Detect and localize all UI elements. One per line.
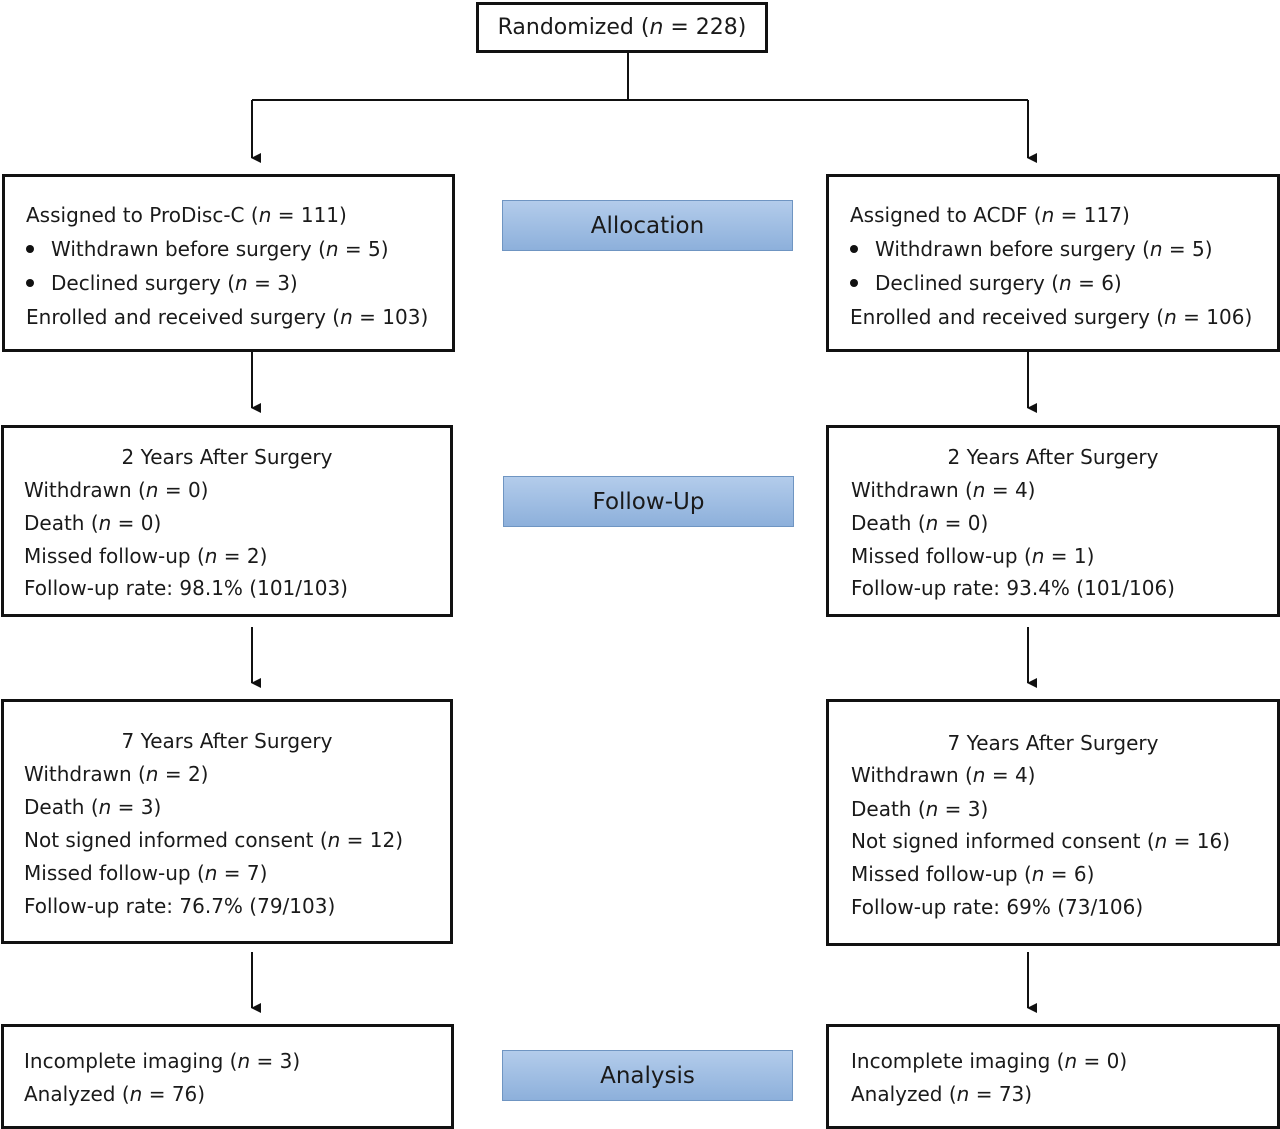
stage-follow-up-label: Follow-Up (592, 488, 705, 515)
right-seven-year-line: Withdrawn (n = 4) (851, 763, 1036, 787)
left-seven-year-title: 7 Years After Surgery (121, 729, 333, 753)
right-analysis-line: Incomplete imaging (n = 0) (851, 1049, 1128, 1073)
right-allocation-footer: Enrolled and received surgery (n = 106) (850, 305, 1253, 329)
left-seven-year-line: Follow-up rate: 76.7% (79/103) (24, 894, 336, 918)
bullet-icon (26, 244, 34, 253)
left-seven-year-line: Withdrawn (n = 2) (24, 762, 209, 786)
left-seven-year-line: Missed follow-up (n = 7) (24, 861, 268, 885)
left-seven-year-box: 7 Years After Surgery Withdrawn (n = 2) … (1, 699, 453, 944)
left-two-year-line: Withdrawn (n = 0) (24, 478, 209, 502)
randomized-box: Randomized (n = 228) (476, 2, 768, 53)
left-analysis-box: Incomplete imaging (n = 3) Analyzed (n =… (1, 1024, 454, 1129)
right-allocation-title: Assigned to ACDF (n = 117) (850, 203, 1130, 227)
bullet-icon (26, 278, 34, 287)
right-two-year-title: 2 Years After Surgery (947, 445, 1159, 469)
left-allocation-bullet: Withdrawn before surgery (n = 5) (26, 237, 389, 261)
left-analysis-line: Incomplete imaging (n = 3) (24, 1049, 301, 1073)
right-analysis-line: Analyzed (n = 73) (851, 1082, 1033, 1106)
right-two-year-line: Follow-up rate: 93.4% (101/106) (851, 576, 1175, 600)
right-seven-year-line: Death (n = 3) (851, 797, 989, 821)
right-allocation-bullet: Declined surgery (n = 6) (850, 271, 1122, 295)
right-seven-year-title: 7 Years After Surgery (947, 731, 1159, 755)
right-allocation-bullet: Withdrawn before surgery (n = 5) (850, 237, 1213, 261)
stage-analysis-label: Analysis (600, 1062, 695, 1089)
left-two-year-box: 2 Years After Surgery Withdrawn (n = 0) … (1, 425, 453, 617)
left-allocation-title: Assigned to ProDisc-C (n = 111) (26, 203, 347, 227)
left-two-year-line: Death (n = 0) (24, 511, 162, 535)
left-allocation-bullet-text: Declined surgery (n = 3) (51, 271, 298, 295)
right-seven-year-line: Missed follow-up (n = 6) (851, 862, 1095, 886)
left-seven-year-line: Death (n = 3) (24, 795, 162, 819)
right-two-year-line: Withdrawn (n = 4) (851, 478, 1036, 502)
right-two-year-box: 2 Years After Surgery Withdrawn (n = 4) … (826, 425, 1280, 617)
left-two-year-title: 2 Years After Surgery (121, 445, 333, 469)
right-seven-year-line: Not signed informed consent (n = 16) (851, 829, 1231, 853)
right-allocation-bullet-text: Withdrawn before surgery (n = 5) (875, 237, 1213, 261)
right-analysis-box: Incomplete imaging (n = 0) Analyzed (n =… (826, 1024, 1280, 1129)
stage-allocation-label: Allocation (590, 212, 705, 239)
left-two-year-line: Follow-up rate: 98.1% (101/103) (24, 576, 348, 600)
right-seven-year-box: 7 Years After Surgery Withdrawn (n = 4) … (826, 699, 1280, 946)
left-seven-year-line: Not signed informed consent (n = 12) (24, 828, 404, 852)
left-two-year-line: Missed follow-up (n = 2) (24, 544, 268, 568)
stage-follow-up: Follow-Up (503, 476, 794, 527)
right-two-year-line: Death (n = 0) (851, 511, 989, 535)
right-seven-year-line: Follow-up rate: 69% (73/106) (851, 895, 1144, 919)
randomized-label: Randomized (n = 228) (497, 15, 747, 40)
stage-allocation: Allocation (502, 200, 793, 251)
left-analysis-line: Analyzed (n = 76) (24, 1082, 206, 1106)
left-allocation-box: Assigned to ProDisc-C (n = 111) Withdraw… (2, 174, 455, 352)
right-allocation-bullet-text: Declined surgery (n = 6) (875, 271, 1122, 295)
left-allocation-bullet-text: Withdrawn before surgery (n = 5) (51, 237, 389, 261)
right-allocation-box: Assigned to ACDF (n = 117) Withdrawn bef… (826, 174, 1280, 352)
bullet-icon (850, 278, 858, 287)
left-allocation-bullet: Declined surgery (n = 3) (26, 271, 298, 295)
stage-analysis: Analysis (502, 1050, 793, 1101)
bullet-icon (850, 244, 858, 253)
right-two-year-line: Missed follow-up (n = 1) (851, 544, 1095, 568)
left-allocation-footer: Enrolled and received surgery (n = 103) (26, 305, 429, 329)
